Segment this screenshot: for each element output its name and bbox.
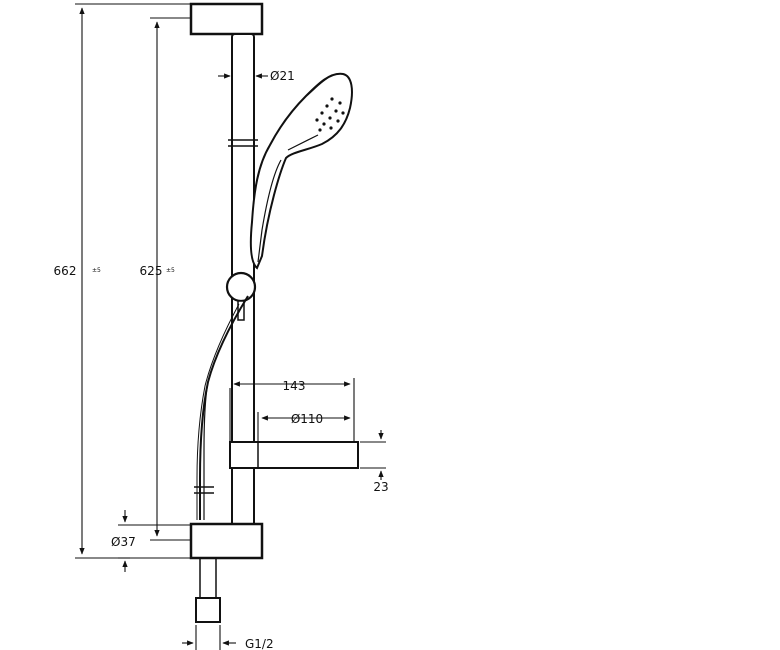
rail-diameter-label: Ø21 — [270, 69, 295, 83]
bottom-wall-bracket — [189, 522, 264, 560]
overall-height-tolerance: ±5 — [92, 267, 101, 274]
overall-height-label: 662 — [54, 264, 77, 278]
shelf-projection-label: 143 — [283, 379, 306, 393]
slider-lever — [237, 300, 245, 321]
thread-size-label: G1/2 — [245, 637, 274, 650]
hose-connector — [195, 597, 221, 623]
shelf-diameter-label: Ø110 — [291, 412, 323, 426]
rail-height-label: 625 — [140, 264, 163, 278]
rail-height-tolerance: ±5 — [166, 267, 175, 274]
soap-shelf — [229, 441, 359, 469]
slider-knob — [225, 271, 257, 303]
rail-clip — [228, 139, 258, 147]
shower-hose-inner — [196, 303, 240, 520]
shelf-thickness-label: 23 — [373, 480, 388, 494]
bracket-diameter-label: Ø37 — [111, 535, 136, 549]
top-wall-bracket — [189, 2, 264, 36]
hand-shower — [249, 72, 353, 270]
